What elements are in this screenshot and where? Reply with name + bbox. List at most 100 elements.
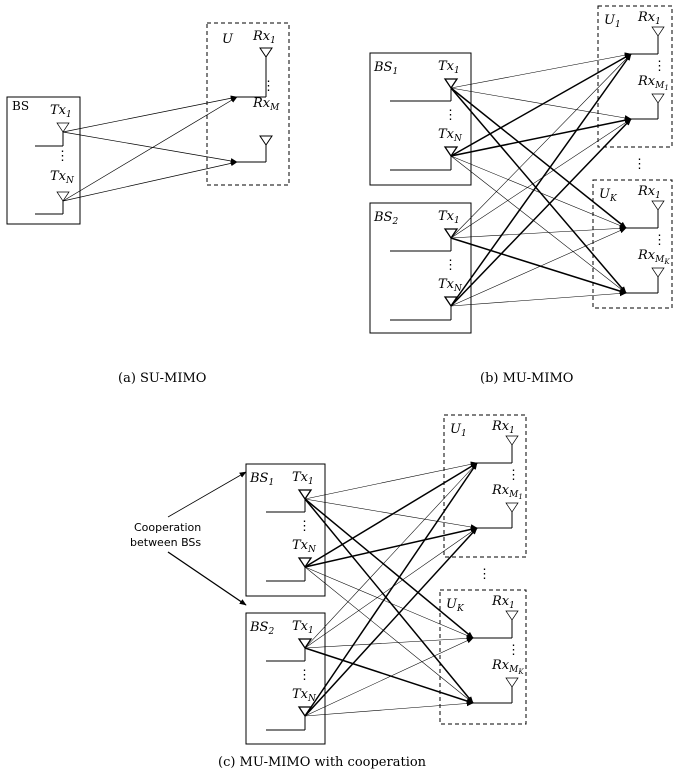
bs2-tx-dots-b: ⋮ bbox=[444, 258, 457, 273]
link-a-2 bbox=[62, 96, 238, 202]
userK-rx-dots-c: ⋮ bbox=[507, 643, 520, 658]
bs2-tx1-label-b: Tx1 bbox=[438, 209, 460, 226]
link-b-tx0-rx2 bbox=[450, 87, 627, 229]
link-b-tx2-rx3 bbox=[450, 237, 627, 294]
txN-antenna-a-triangle bbox=[56, 191, 70, 202]
link-c-tx3-rx0 bbox=[304, 462, 478, 717]
bs1-label-c: BS1 bbox=[249, 471, 274, 488]
user1-rxM-label-c: RxM1 bbox=[491, 483, 523, 501]
user1-rx-dots-b: ⋮ bbox=[653, 59, 666, 74]
link-c-tx2-rx1 bbox=[304, 527, 478, 649]
bs-label-a: BS bbox=[12, 99, 29, 113]
userK-rx1-label-b: Rx1 bbox=[637, 184, 661, 201]
user1-rx1-label-b: Rx1 bbox=[637, 10, 661, 27]
userK-rxM-label-b: RxMK bbox=[637, 248, 670, 266]
caption-c: (c) MU-MIMO with cooperation bbox=[218, 755, 427, 770]
link-b-tx0-rx1 bbox=[450, 87, 632, 121]
userK-rx1-antenna-c-triangle bbox=[505, 610, 519, 621]
link-b-tx0-rx0 bbox=[450, 52, 632, 89]
user-label-a: U bbox=[222, 32, 234, 47]
userK-rxM-antenna-c-triangle bbox=[505, 677, 519, 688]
cooperation-label-line2: between BSs bbox=[130, 536, 201, 549]
link-b-tx3-rx2 bbox=[450, 227, 627, 307]
txN-label-a: TxN bbox=[50, 169, 75, 186]
bs2-tx1-antenna-c-triangle bbox=[297, 638, 313, 650]
user-box-a bbox=[206, 22, 290, 186]
bs2-txN-label-c: TxN bbox=[292, 687, 317, 704]
bs1-txN-label-b: TxN bbox=[438, 127, 463, 144]
rx1-label-a: Rx1 bbox=[252, 29, 276, 46]
bs2-txN-label-b: TxN bbox=[438, 277, 463, 294]
rx1-antenna-a-triangle bbox=[259, 47, 273, 58]
userK-rx1-label-c: Rx1 bbox=[491, 594, 515, 611]
link-c-tx0-rx0 bbox=[304, 461, 478, 500]
link-c-tx0-rx1 bbox=[304, 498, 478, 530]
bs2-tx1-label-c: Tx1 bbox=[292, 619, 314, 636]
link-c-tx2-rx3 bbox=[304, 647, 474, 704]
tx-dots-a: ⋮ bbox=[56, 149, 69, 164]
link-c-tx1-rx2 bbox=[304, 566, 474, 639]
rxM-antenna-a-triangle bbox=[259, 135, 273, 146]
bs2-tx-dots-c: ⋮ bbox=[298, 668, 311, 683]
bs1-txN-antenna-b-triangle bbox=[443, 146, 459, 158]
user1-rx1-antenna-b-triangle bbox=[651, 26, 665, 37]
link-b-tx1-rx1 bbox=[450, 117, 632, 157]
rxM-label-a: RxM bbox=[252, 96, 280, 113]
cooperation-arrow-bs1 bbox=[167, 471, 247, 518]
bs2-tx1-antenna-b-triangle bbox=[443, 228, 459, 240]
bs2-box-c bbox=[245, 612, 326, 745]
user1-rxM-antenna-c-triangle bbox=[505, 502, 519, 513]
cooperation-arrow-bs2 bbox=[167, 551, 247, 606]
link-b-tx2-rx1 bbox=[450, 118, 632, 239]
bs1-tx1-antenna-b-triangle bbox=[443, 78, 459, 90]
link-a-3 bbox=[62, 160, 238, 202]
bs2-box-b bbox=[369, 202, 472, 334]
link-b-tx1-rx2 bbox=[450, 155, 627, 229]
link-c-tx1-rx0 bbox=[304, 462, 478, 568]
link-c-tx3-rx2 bbox=[304, 637, 474, 717]
link-c-tx0-rx2 bbox=[304, 498, 474, 639]
bs1-tx-dots-b: ⋮ bbox=[444, 108, 457, 123]
user1-rx-dots-c: ⋮ bbox=[507, 468, 520, 483]
rx-dots-a: ⋮ bbox=[262, 79, 275, 94]
userK-label-c: UK bbox=[446, 597, 465, 614]
user1-label-c: U1 bbox=[450, 422, 467, 439]
link-a-1 bbox=[62, 131, 238, 164]
link-b-tx3-rx0 bbox=[450, 53, 632, 307]
link-c-tx2-rx2 bbox=[304, 635, 474, 649]
caption-b: (b) MU-MIMO bbox=[480, 371, 573, 386]
user1-rx1-label-c: Rx1 bbox=[491, 419, 515, 436]
userK-rxM-label-c: RxMK bbox=[491, 658, 524, 676]
user1-box-b bbox=[597, 5, 673, 148]
users-dots-b: ⋮ bbox=[633, 157, 646, 172]
link-b-tx1-rx0 bbox=[450, 53, 632, 157]
user1-label-b: U1 bbox=[604, 13, 621, 30]
bs1-label-b: BS1 bbox=[373, 60, 398, 77]
link-b-tx1-rx3 bbox=[450, 155, 627, 294]
link-a-0 bbox=[62, 95, 238, 133]
userK-rxM-antenna-b-triangle bbox=[651, 267, 665, 278]
link-c-tx0-rx3 bbox=[304, 498, 474, 704]
tx1-antenna-a-triangle bbox=[56, 122, 70, 133]
bs1-txN-label-c: TxN bbox=[292, 538, 317, 555]
userK-rx-dots-b: ⋮ bbox=[653, 233, 666, 248]
bs2-label-b: BS2 bbox=[373, 210, 398, 227]
user1-rx1-antenna-c-triangle bbox=[505, 435, 519, 446]
bs1-box-c bbox=[245, 463, 326, 597]
bs1-tx1-label-b: Tx1 bbox=[438, 59, 460, 76]
tx1-label-a: Tx1 bbox=[50, 103, 72, 120]
caption-a: (a) SU-MIMO bbox=[118, 371, 206, 386]
bs2-label-c: BS2 bbox=[249, 620, 274, 637]
link-c-tx1-rx1 bbox=[304, 526, 478, 568]
link-b-tx0-rx3 bbox=[450, 87, 627, 294]
bs1-txN-antenna-c-triangle bbox=[297, 557, 313, 569]
cooperation-label-line1: Cooperation bbox=[134, 521, 201, 534]
link-b-tx2-rx0 bbox=[450, 53, 632, 239]
bs-box-a bbox=[6, 96, 81, 225]
user1-rxM-antenna-b-triangle bbox=[651, 93, 665, 104]
bs1-tx1-label-c: Tx1 bbox=[292, 470, 314, 487]
bs1-tx-dots-c: ⋮ bbox=[298, 519, 311, 534]
